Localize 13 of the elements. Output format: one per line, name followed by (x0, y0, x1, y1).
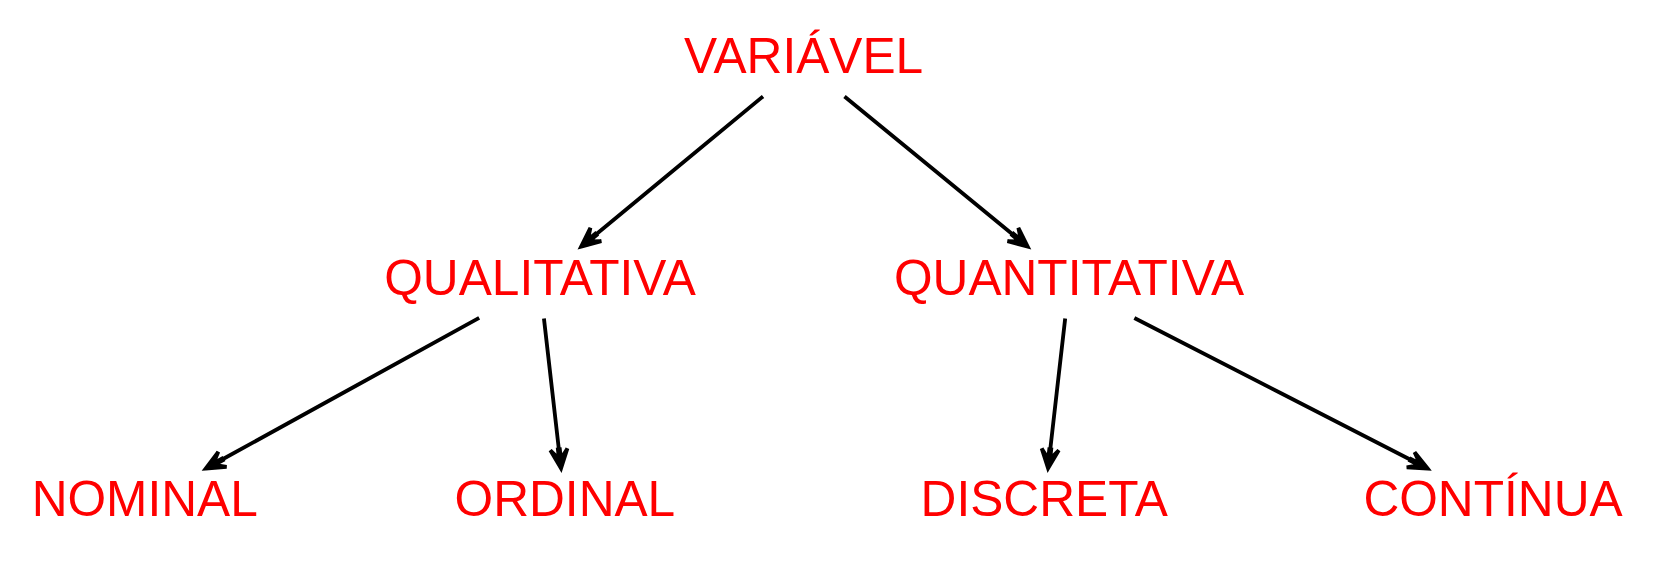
node-text: VARIÁVEL (684, 28, 924, 84)
arrow (843, 94, 1030, 249)
arrow (542, 318, 570, 471)
arrow (579, 94, 765, 249)
node-text: NOMINAL (31, 471, 258, 528)
node-text: DISCRETA (920, 471, 1168, 528)
arrow (203, 316, 481, 471)
node-text: CONTÍNUA (1363, 471, 1623, 528)
arrow (1133, 316, 1430, 471)
arrow (1039, 318, 1068, 471)
node-text: QUALITATIVA (384, 249, 696, 306)
node-text: ORDINAL (454, 471, 676, 528)
node-text: QUANTITATIVA (893, 249, 1245, 306)
